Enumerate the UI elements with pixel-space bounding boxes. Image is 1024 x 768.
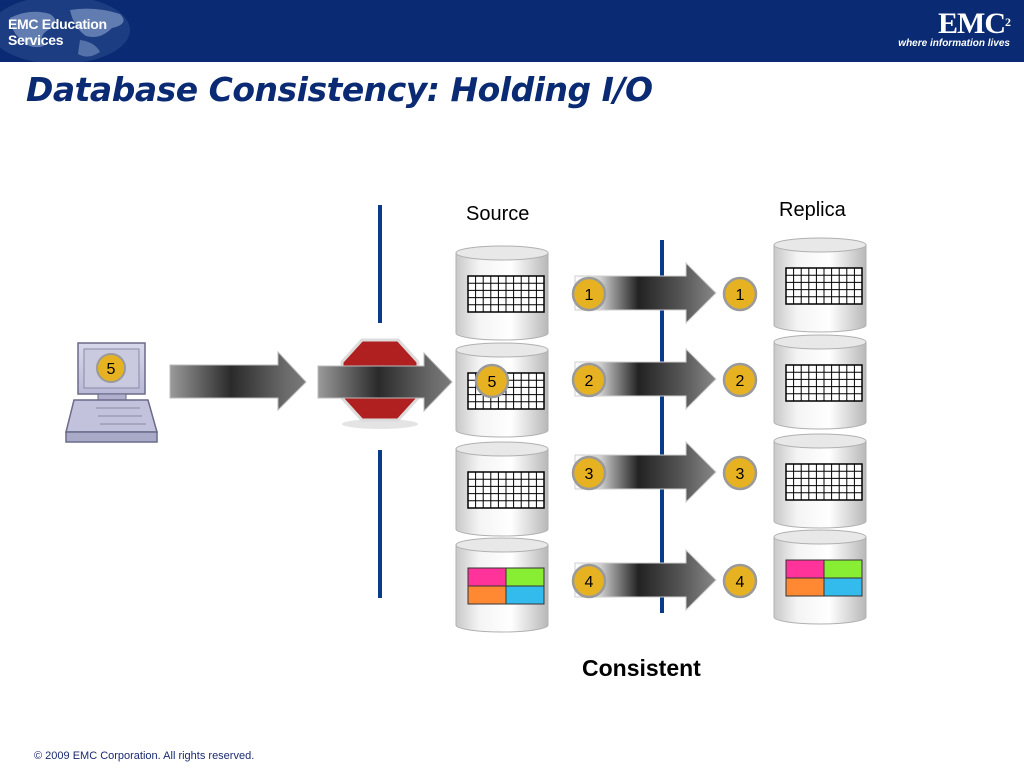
host-write-badge	[96, 353, 126, 383]
source-write-badge-1-label: 1	[585, 287, 594, 304]
source-pending-write-badge: 5	[474, 363, 510, 399]
replication-arrows: 1 1 2 2 3 3 4 4	[571, 261, 758, 612]
replica-write-badge-4-label: 4	[736, 574, 745, 591]
color-blocks-icon	[467, 567, 545, 605]
replica-volume-3	[773, 433, 867, 529]
replica-volume-4	[773, 529, 867, 625]
education-services-text: EMC Education Services	[8, 16, 107, 48]
slide-title: Database Consistency: Holding I/O	[26, 70, 653, 109]
replica-write-badge-3: 3	[722, 455, 758, 491]
brand-tagline: where information lives	[898, 38, 1010, 49]
brand-name: EMC	[938, 7, 1006, 40]
held-io-arrow	[317, 351, 453, 413]
host-write-badge-label: 5	[107, 361, 116, 378]
globe-icon	[0, 0, 130, 62]
host-io-arrow	[169, 350, 307, 412]
replica-write-badge-2: 2	[722, 362, 758, 398]
replica-write-badge-3-label: 3	[736, 466, 745, 483]
source-volume-4	[455, 537, 549, 633]
replica-write-badge-1: 1	[722, 276, 758, 312]
source-pending-write-badge-label: 5	[488, 374, 497, 391]
source-label: Source	[466, 203, 530, 225]
stop-sign-shadow	[342, 419, 418, 429]
source-write-badge-4: 4	[571, 563, 607, 599]
replica-write-badge-1-label: 1	[736, 287, 745, 304]
data-grid-icon	[467, 471, 545, 509]
replica-label: Replica	[779, 199, 846, 221]
replica-volumes	[773, 237, 867, 625]
header-bar: EMC Education Services EMC2 where inform…	[0, 0, 1024, 62]
source-volume-1	[455, 245, 549, 341]
data-grid-icon	[467, 275, 545, 313]
emc-logo: EMC2 where information lives	[898, 7, 1011, 50]
source-volume-3	[455, 441, 549, 537]
source-write-badge-4-label: 4	[585, 574, 594, 591]
replica-write-badge-2-label: 2	[736, 373, 745, 390]
host-computer-icon	[65, 342, 158, 443]
data-grid-icon	[785, 463, 863, 501]
replica-volume-1	[773, 237, 867, 333]
replica-write-badge-4: 4	[722, 563, 758, 599]
color-blocks-icon	[785, 559, 863, 597]
source-write-badge-2: 2	[571, 362, 607, 398]
source-volumes: 5	[455, 245, 549, 633]
data-grid-icon	[785, 267, 863, 305]
data-grid-icon	[785, 364, 863, 402]
source-write-badge-1: 1	[571, 276, 607, 312]
source-write-badge-3-label: 3	[585, 466, 594, 483]
copyright-footer: © 2009 EMC Corporation. All rights reser…	[34, 750, 255, 762]
brand-superscript: 2	[1005, 15, 1011, 29]
replica-volume-2	[773, 334, 867, 430]
consistent-label: Consistent	[582, 655, 701, 681]
source-write-badge-3: 3	[571, 455, 607, 491]
source-write-badge-2-label: 2	[585, 373, 594, 390]
education-services-logo: EMC Education Services	[0, 0, 150, 62]
